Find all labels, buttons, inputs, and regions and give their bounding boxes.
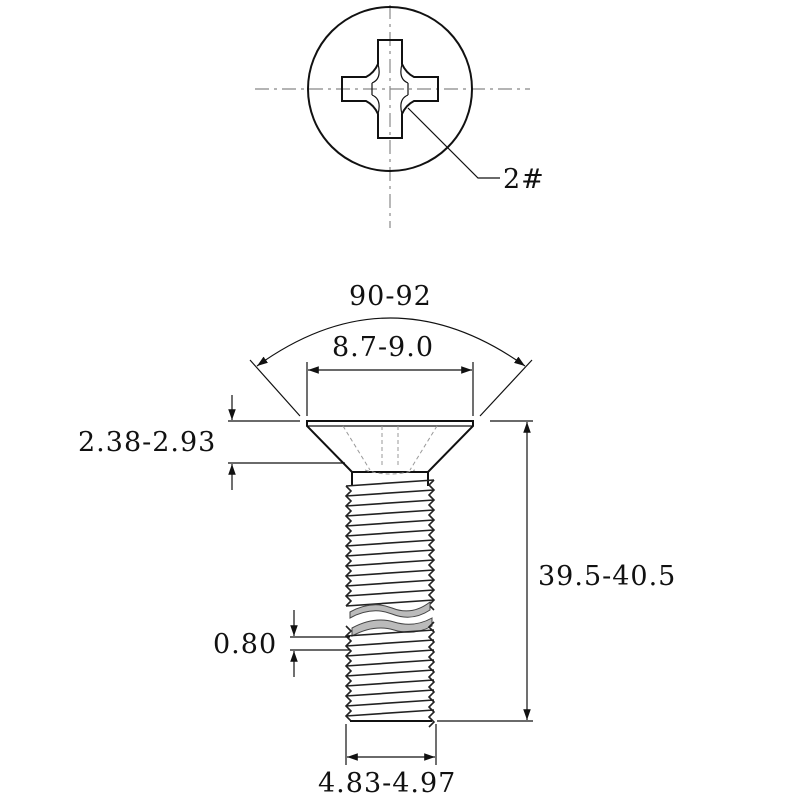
head-outline-circle xyxy=(307,6,473,172)
thread-pitch-label: 0.80 xyxy=(213,629,277,660)
countersink-angle-arc xyxy=(256,317,526,367)
drive-size-leader xyxy=(407,107,500,179)
total-length-label: 39.5-40.5 xyxy=(538,561,676,592)
angle-extension-left xyxy=(249,359,301,417)
drive-size-label: 2# xyxy=(503,164,545,195)
recess-inner-square xyxy=(371,63,409,115)
screw-side-view xyxy=(306,420,474,728)
recess-hidden-lines xyxy=(342,425,438,475)
angle-extension-right xyxy=(479,359,533,417)
countersunk-head xyxy=(306,420,474,473)
phillips-recess-icon xyxy=(341,39,439,139)
thread-upper xyxy=(344,479,436,619)
countersink-angle-label: 90-92 xyxy=(349,281,432,312)
thread-lower xyxy=(344,617,436,728)
head-diameter-label: 8.7-9.0 xyxy=(332,332,434,363)
head-height-label: 2.38-2.93 xyxy=(78,427,216,458)
major-diameter-label: 4.83-4.97 xyxy=(318,768,456,799)
break-section-upper xyxy=(349,600,431,619)
dimensions: 90-92 8.7-9.0 2.38-2.93 39.5-40.5 0.80 4… xyxy=(78,281,676,799)
shank-upper-outline xyxy=(351,472,429,486)
head-top-view: 2# xyxy=(255,5,545,228)
